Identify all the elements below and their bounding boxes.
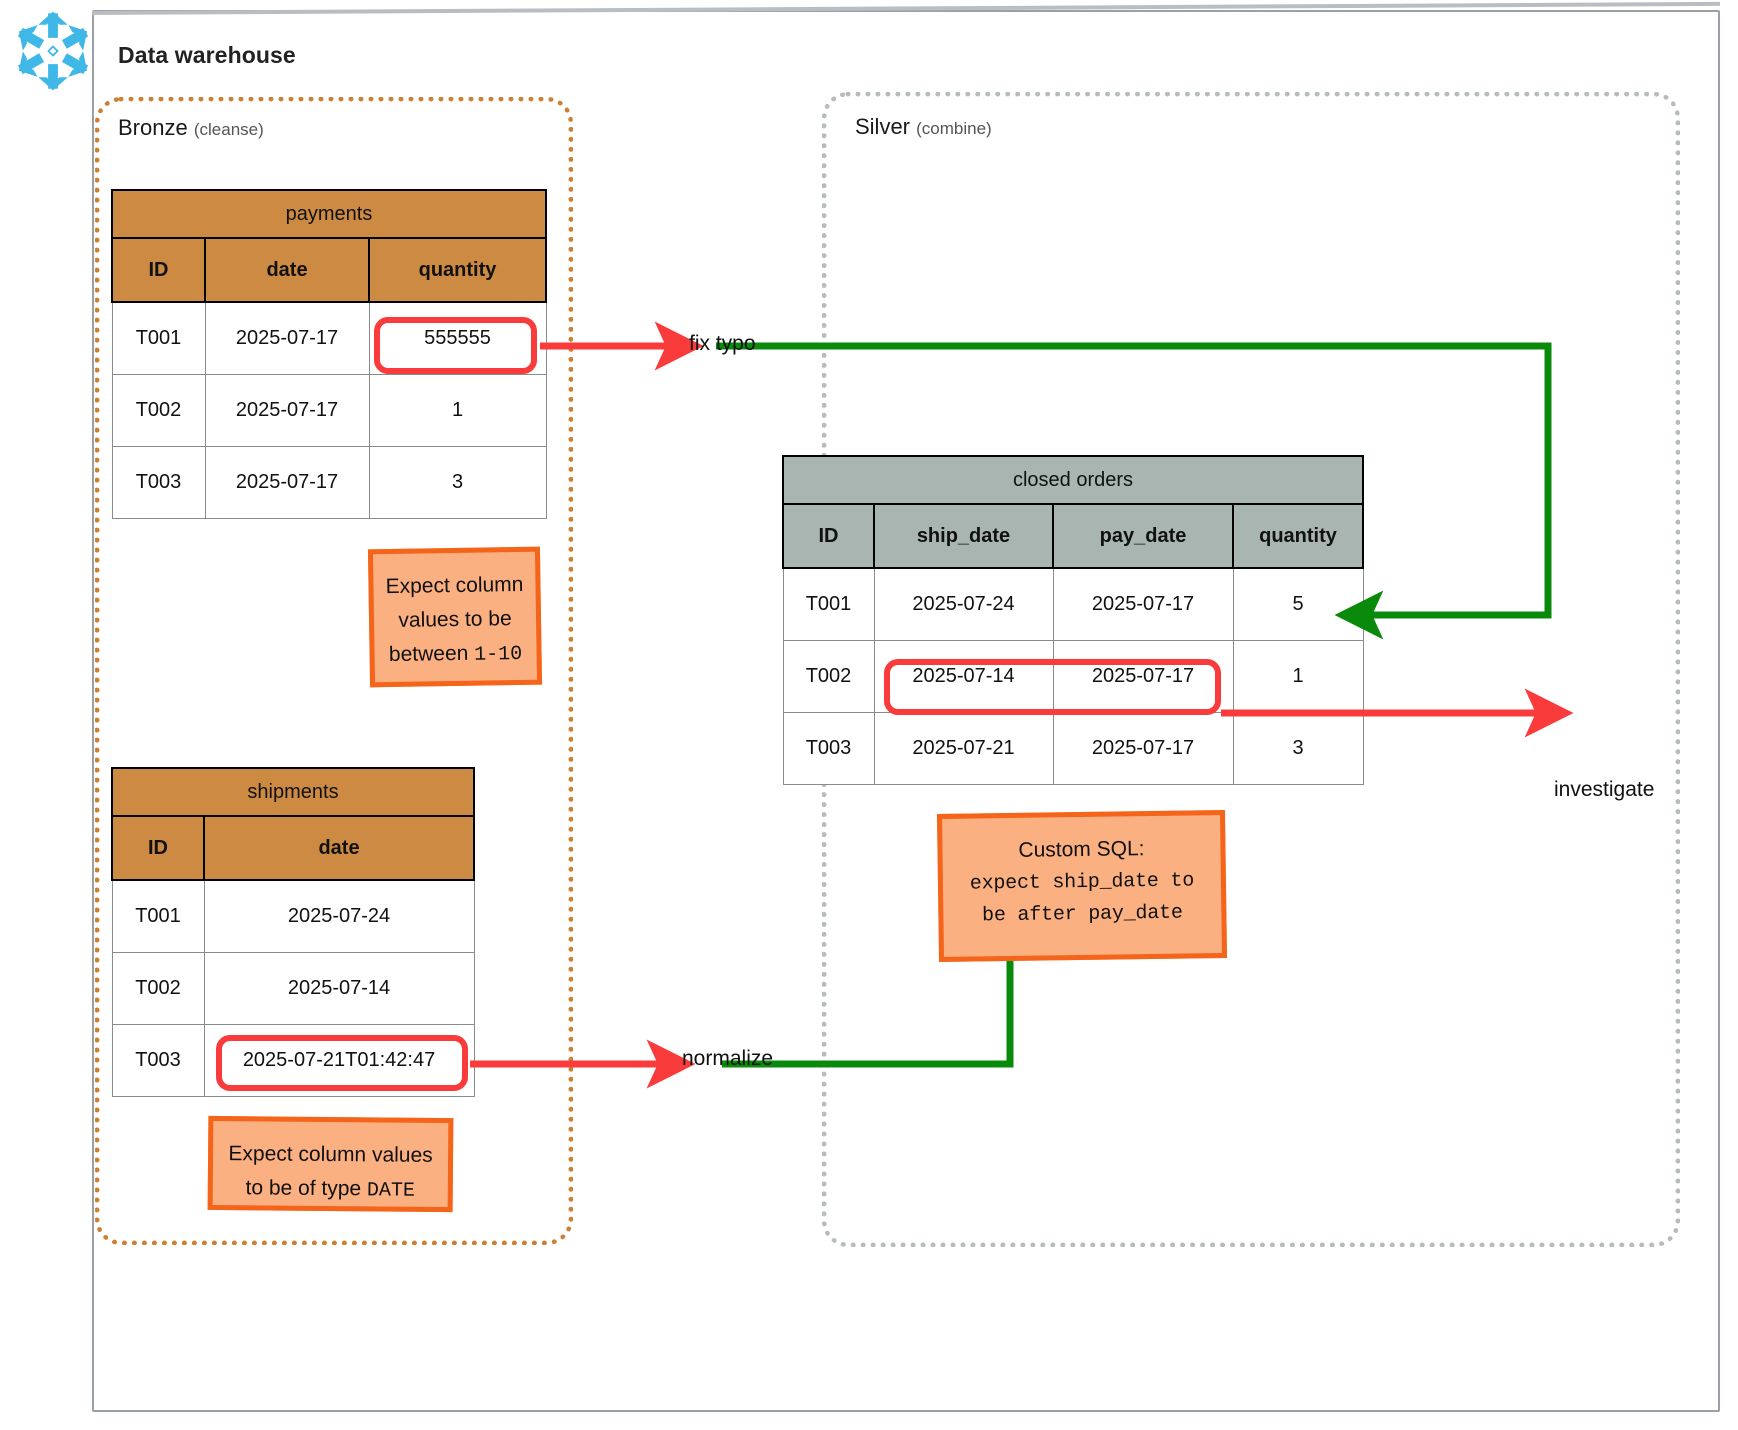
flow-label-investigate: investigate bbox=[1554, 778, 1655, 801]
note-custom-sql-title: Custom SQL: bbox=[1018, 837, 1145, 862]
note-custom-sql-line2: be after pay_date bbox=[981, 902, 1183, 928]
cell-date: 2025-07-17 bbox=[204, 445, 370, 519]
table-closed-orders-title: closed orders bbox=[782, 455, 1364, 505]
table-title-row: shipments bbox=[111, 767, 475, 817]
table-payments: payments ID date quantity T001 2025-07-1… bbox=[110, 189, 548, 519]
cell-id: T001 bbox=[111, 879, 205, 953]
table-shipments: shipments ID date T001 2025-07-24 T002 2… bbox=[111, 767, 475, 1097]
cell-id: T003 bbox=[111, 445, 206, 519]
cell-ship-date: 2025-07-21 bbox=[873, 711, 1054, 785]
cell-quantity: 3 bbox=[368, 445, 547, 519]
cell-quantity: 555555 bbox=[368, 301, 547, 375]
cell-ship-date: 2025-07-24 bbox=[873, 567, 1054, 641]
table-row: T003 2025-07-21T01:42:47 bbox=[111, 1023, 475, 1097]
cell-quantity: 1 bbox=[368, 373, 547, 447]
table-header-row: ID ship_date pay_date quantity bbox=[782, 503, 1364, 569]
table-row: T001 2025-07-24 2025-07-17 5 bbox=[782, 567, 1364, 641]
column-header-date: date bbox=[204, 237, 370, 303]
cell-id: T001 bbox=[111, 301, 206, 375]
column-header-ship-date: ship_date bbox=[873, 503, 1054, 569]
note-type-line2: to be of type DATE bbox=[223, 1171, 438, 1208]
cell-pay-date: 2025-07-17 bbox=[1052, 567, 1234, 641]
zone-bronze-name: Bronze bbox=[118, 115, 188, 140]
table-row: T003 2025-07-21 2025-07-17 3 bbox=[782, 711, 1364, 785]
cell-date: 2025-07-21T01:42:47 bbox=[203, 1023, 475, 1097]
column-header-quantity: quantity bbox=[367, 237, 548, 303]
table-row: T002 2025-07-17 1 bbox=[111, 373, 547, 447]
table-row: T003 2025-07-17 3 bbox=[111, 445, 547, 519]
note-range-line3-prefix: between bbox=[388, 641, 475, 667]
zone-silver-name: Silver bbox=[855, 114, 911, 139]
cell-pay-date: 2025-07-17 bbox=[1052, 711, 1234, 785]
cell-id: T002 bbox=[111, 951, 205, 1025]
zone-bronze-label: Bronze (cleanse) bbox=[118, 115, 264, 141]
cell-date: 2025-07-17 bbox=[204, 301, 370, 375]
cell-date: 2025-07-14 bbox=[203, 951, 475, 1025]
note-range-value: 1-10 bbox=[474, 642, 523, 667]
table-header-row: ID date quantity bbox=[111, 237, 548, 303]
cell-id: T001 bbox=[782, 567, 875, 641]
note-type-line1: Expect column values bbox=[228, 1142, 433, 1167]
flow-label-fix-typo: fix typo bbox=[689, 332, 756, 355]
zone-bronze-subtitle: (cleanse) bbox=[193, 120, 264, 139]
cell-date: 2025-07-24 bbox=[203, 879, 475, 953]
table-header-row: ID date bbox=[111, 815, 475, 881]
note-range-line2: values to be bbox=[398, 607, 512, 632]
note-type-expectation: Expect column values to be of type DATE bbox=[207, 1115, 454, 1213]
column-header-date: date bbox=[203, 815, 475, 881]
zone-bronze bbox=[95, 97, 573, 1245]
snowflake-icon bbox=[12, 10, 94, 92]
cell-quantity: 3 bbox=[1232, 711, 1364, 785]
note-type-value: DATE bbox=[366, 1179, 416, 1203]
cell-id: T003 bbox=[782, 711, 875, 785]
cell-quantity: 1 bbox=[1232, 639, 1364, 713]
note-custom-sql-line1: expect ship_date to bbox=[969, 869, 1195, 896]
note-type-line2-prefix: to be of type bbox=[245, 1176, 368, 1201]
cell-id: T002 bbox=[111, 373, 206, 447]
zone-silver-subtitle: (combine) bbox=[916, 119, 992, 138]
note-range-expectation: Expect column values to be between 1-10 bbox=[367, 546, 543, 688]
table-title-row: payments bbox=[110, 189, 548, 239]
column-header-id: ID bbox=[782, 503, 875, 569]
note-range-line1: Expect column bbox=[385, 572, 524, 599]
page-title: Data warehouse bbox=[118, 42, 296, 68]
flow-label-normalize: normalize bbox=[682, 1047, 774, 1070]
table-payments-title: payments bbox=[110, 189, 548, 239]
note-range-line3: between 1-10 bbox=[384, 636, 527, 674]
column-header-id: ID bbox=[111, 237, 206, 303]
table-row: T001 2025-07-17 555555 bbox=[111, 301, 547, 375]
cell-id: T002 bbox=[782, 639, 875, 713]
table-closed-orders: closed orders ID ship_date pay_date quan… bbox=[782, 455, 1364, 785]
cell-id: T003 bbox=[111, 1023, 205, 1097]
column-header-id: ID bbox=[111, 815, 205, 881]
cell-pay-date: 2025-07-17 bbox=[1052, 639, 1234, 713]
cell-quantity: 5 bbox=[1232, 567, 1364, 641]
table-shipments-title: shipments bbox=[111, 767, 475, 817]
table-row: T001 2025-07-24 bbox=[111, 879, 475, 953]
zone-silver-label: Silver (combine) bbox=[855, 114, 992, 140]
table-row: T002 2025-07-14 bbox=[111, 951, 475, 1025]
cell-date: 2025-07-17 bbox=[204, 373, 370, 447]
data-warehouse-frame bbox=[92, 10, 1720, 1412]
column-header-quantity: quantity bbox=[1232, 503, 1364, 569]
note-custom-sql: Custom SQL: expect ship_date to be after… bbox=[936, 809, 1228, 963]
cell-ship-date: 2025-07-14 bbox=[873, 639, 1054, 713]
table-row: T002 2025-07-14 2025-07-17 1 bbox=[782, 639, 1364, 713]
column-header-pay-date: pay_date bbox=[1052, 503, 1234, 569]
table-title-row: closed orders bbox=[782, 455, 1364, 505]
